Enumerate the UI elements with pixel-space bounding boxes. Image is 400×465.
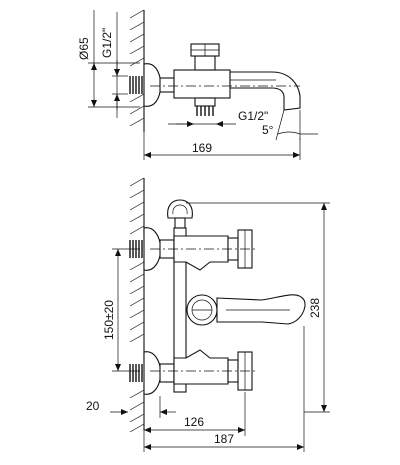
- shower-holder: [167, 199, 193, 229]
- spout-front: [216, 294, 306, 325]
- mixer-tube: [173, 227, 187, 393]
- spout-top: [229, 71, 301, 111]
- width-126-dimension: 126: [144, 392, 246, 436]
- connector-top: [159, 77, 175, 93]
- diverter-knob-front: [186, 294, 218, 326]
- wall-top: [129, 9, 145, 132]
- wall-front: [129, 177, 145, 433]
- shower-outlet-top: [194, 97, 216, 116]
- length-top-dimension: 169: [143, 132, 301, 160]
- flange-top: [143, 63, 162, 107]
- eccentric-lower: [128, 351, 175, 395]
- mixer-body-top: [173, 69, 231, 99]
- height-dimension: 238: [186, 202, 330, 413]
- top-view: [128, 9, 301, 132]
- length-top-label: 169: [192, 141, 212, 155]
- front-view: [128, 177, 306, 433]
- offset-dimension: 20: [86, 396, 176, 418]
- thread-outlet-dimension: G1/2": [168, 109, 268, 127]
- angle-label: 5°: [262, 123, 274, 137]
- thread-top-label: G1/2": [100, 28, 114, 58]
- centers-dimension: 150±20: [102, 248, 140, 372]
- offset-label: 20: [86, 399, 100, 413]
- width-126-label: 126: [184, 415, 204, 429]
- thread-top-dimension: G1/2": [100, 12, 128, 118]
- angle-dimension: 5°: [262, 109, 318, 141]
- diameter-label: Ø65: [77, 37, 91, 60]
- thread-outlet-label: G1/2": [238, 109, 268, 123]
- centers-label: 150±20: [102, 300, 116, 340]
- height-label: 238: [308, 298, 322, 318]
- eccentric-thread-top: [128, 76, 144, 94]
- diverter-knob-top: [190, 43, 220, 71]
- width-187-label: 187: [214, 432, 234, 446]
- diameter-dimension: Ø65: [77, 10, 140, 108]
- width-187-dimension: 187: [143, 326, 305, 452]
